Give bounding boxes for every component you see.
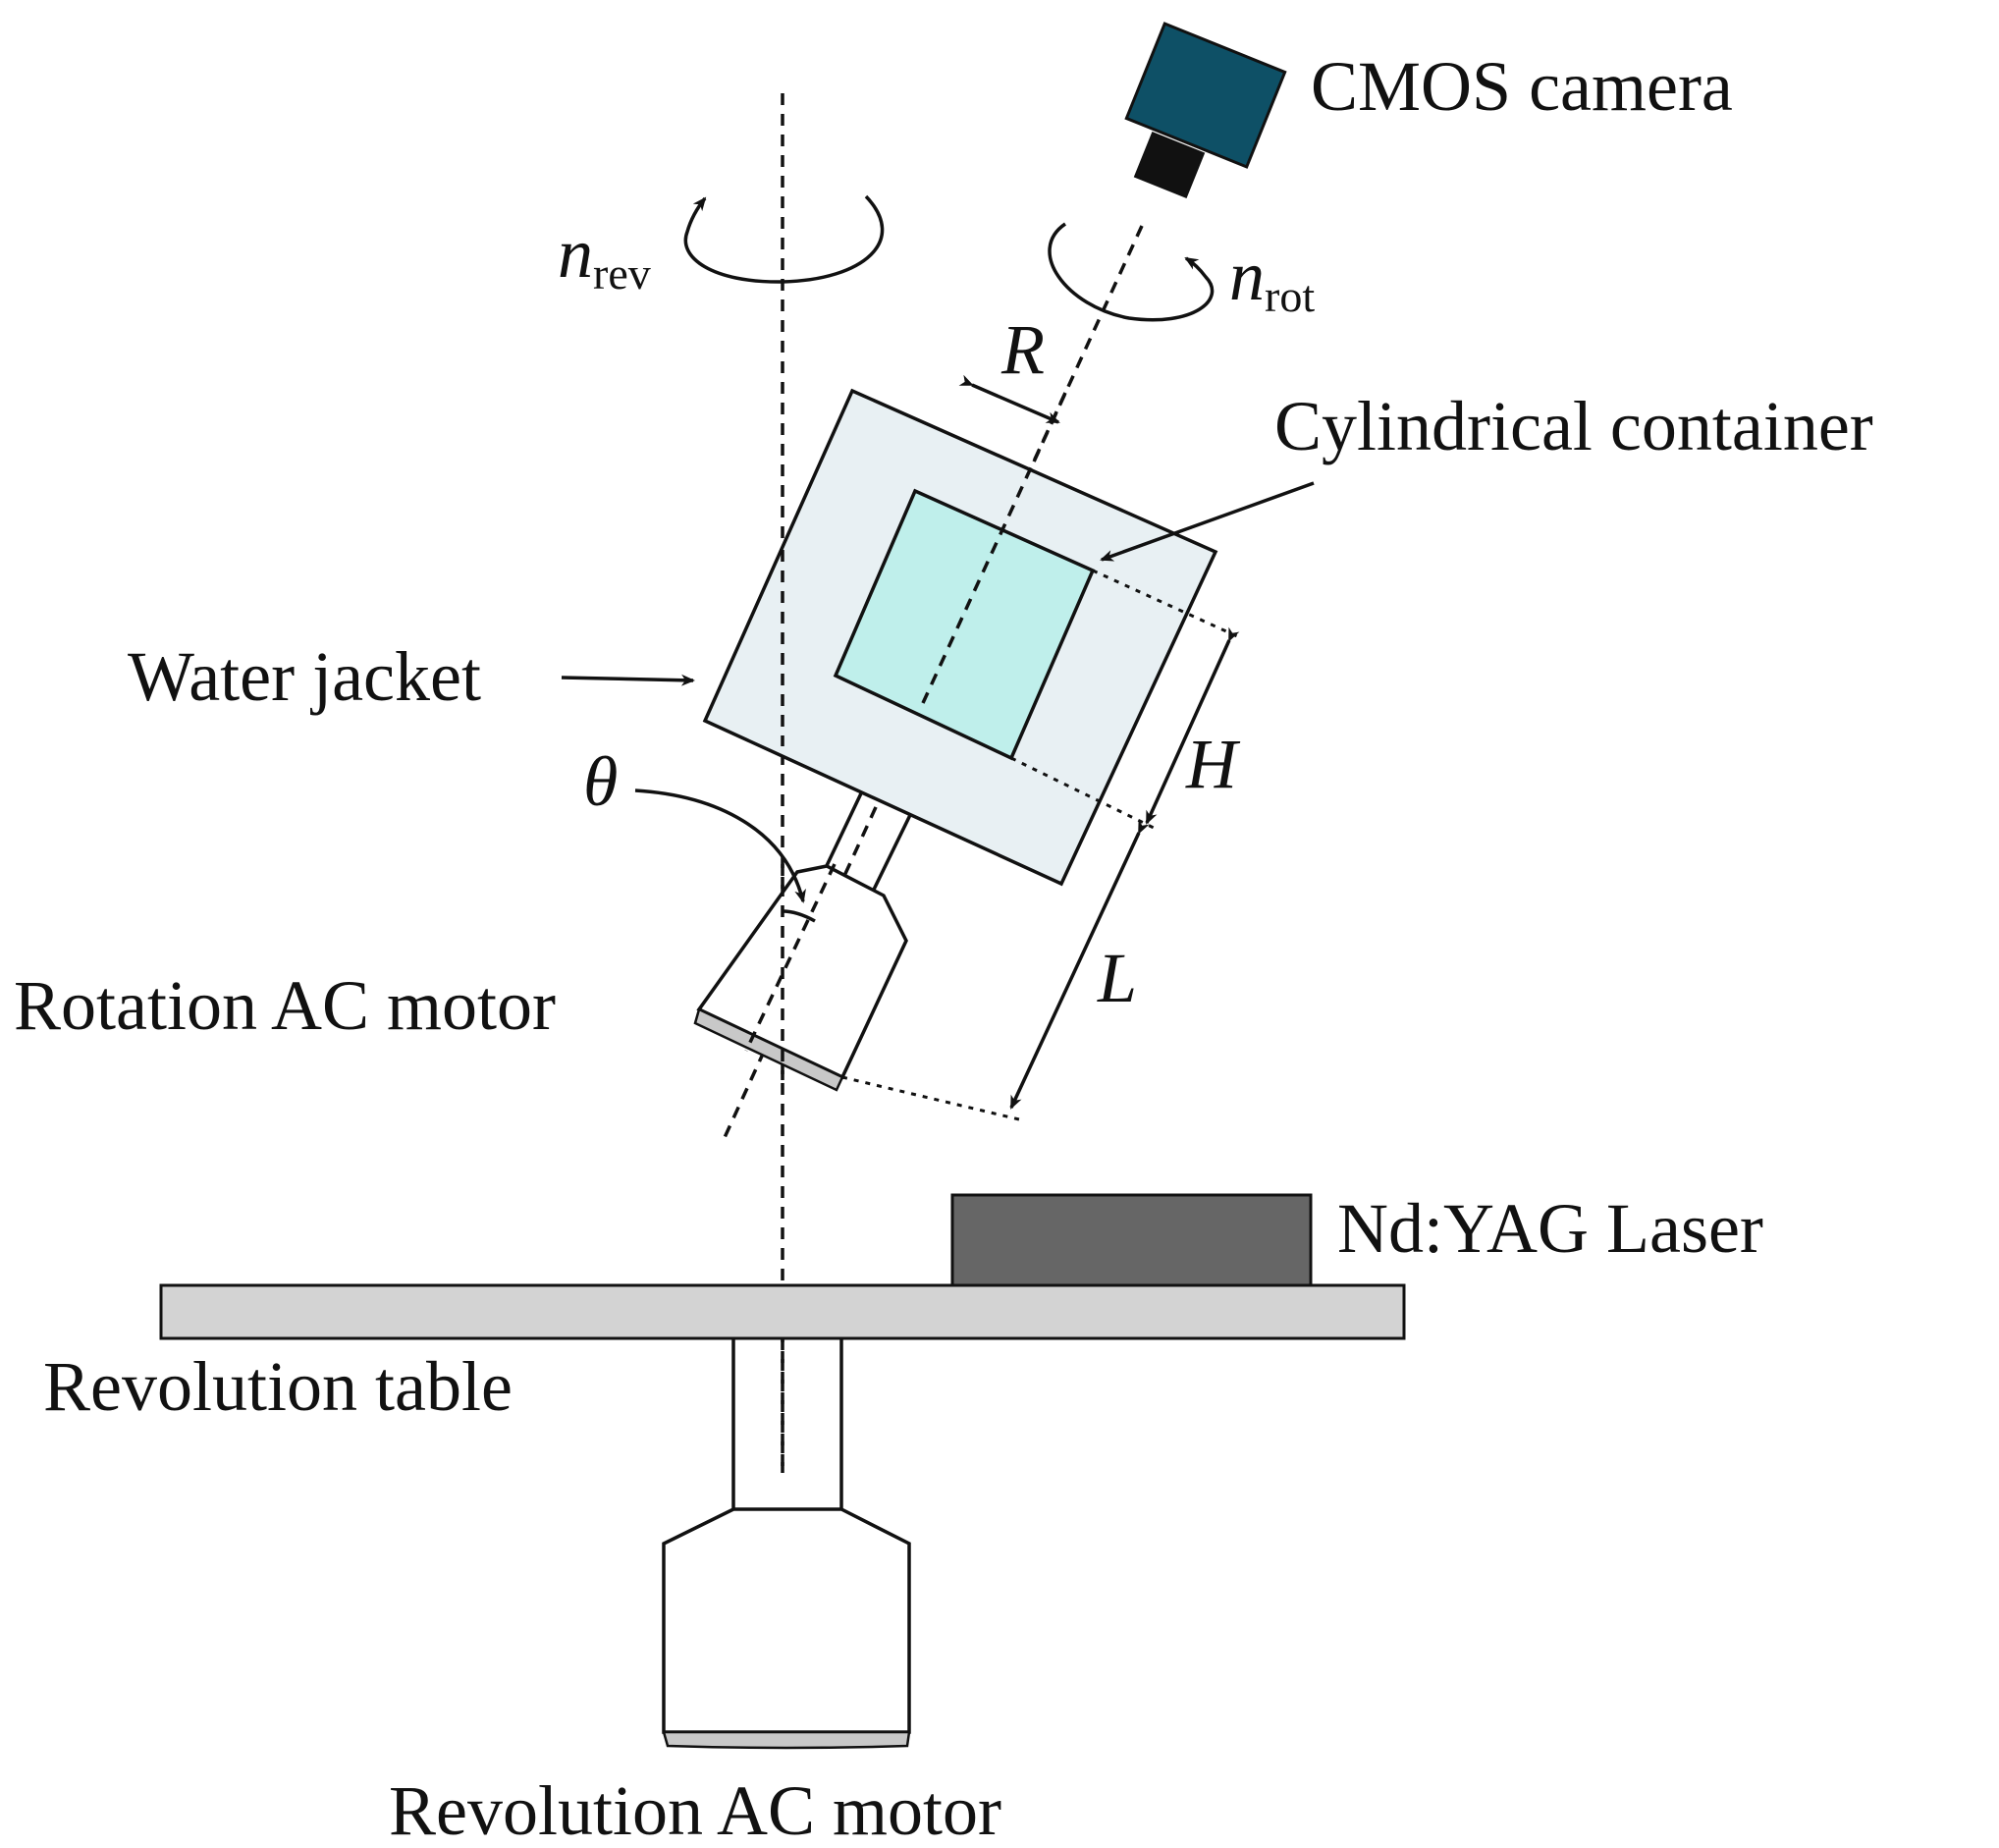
theta-label: θ <box>583 742 618 821</box>
dim-l-arrow <box>1009 819 1150 1110</box>
revolution-motor-base <box>662 1730 911 1750</box>
water-jacket-pointer-arrow <box>561 674 695 686</box>
nd-yag-laser-label: Nd:YAG Laser <box>1337 1189 1763 1268</box>
dim-h-extension-bottom <box>1010 756 1155 830</box>
revolution-table-label: Revolution table <box>43 1347 513 1426</box>
dim-l-extension-bottom <box>841 1075 1020 1121</box>
rotation-axis-overlay <box>921 392 1067 704</box>
cylindrical-container-label: Cylindrical container <box>1274 387 1873 465</box>
dim-h-extension-top <box>1092 569 1238 638</box>
revolution-table <box>159 1283 1406 1340</box>
h-dimension-label: H <box>1185 725 1241 803</box>
l-dimension-label: L <box>1097 939 1137 1017</box>
rotation-direction-arrow <box>1048 222 1215 322</box>
rotation-ac-motor <box>693 864 908 1092</box>
n-rot-label: nrot <box>1229 237 1315 321</box>
nd-yag-laser <box>950 1193 1313 1287</box>
dim-r-arrow <box>958 374 1060 424</box>
camera-body <box>1124 22 1287 169</box>
n-rev-label: nrev <box>558 214 651 299</box>
revolution-ac-motor <box>662 1507 911 1750</box>
cmos-camera-label: CMOS camera <box>1311 47 1733 126</box>
revolution-direction-arrow <box>683 194 885 284</box>
container-pointer-arrow <box>1100 481 1315 562</box>
r-dimension-label: R <box>1000 310 1045 389</box>
theta-angle-arc <box>782 909 816 923</box>
dim-h-arrow <box>1145 626 1240 825</box>
rotation-axis-overlay-motor <box>744 863 837 1052</box>
rotation-motor-base <box>693 1007 844 1092</box>
rotation-ac-motor-label: Rotation AC motor <box>14 966 556 1045</box>
revolution-motor-body <box>662 1507 911 1734</box>
revolution-shaft <box>731 1338 843 1509</box>
revolution-ac-motor-label: Revolution AC motor <box>389 1771 1001 1848</box>
cmos-camera <box>1124 22 1287 199</box>
rotation-shaft <box>821 792 912 897</box>
camera-lens <box>1133 131 1206 199</box>
water-jacket-label: Water jacket <box>128 637 481 716</box>
theta-leader <box>634 788 806 903</box>
